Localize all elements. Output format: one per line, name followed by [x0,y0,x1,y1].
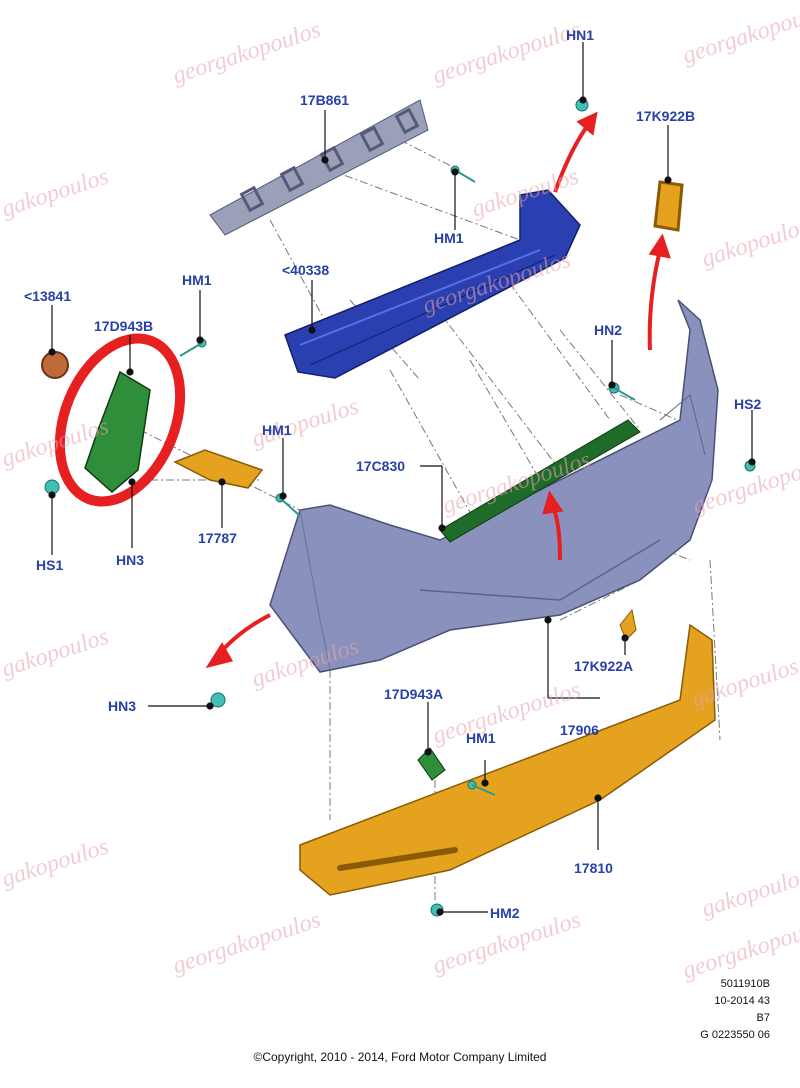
upper-bracket-17b861 [209,99,429,236]
leader-lines [48,42,756,916]
label-hm1: HM1 [466,730,496,746]
label-17c830: 17C830 [356,458,406,474]
label-hs1: HS1 [36,557,64,573]
bracket-17k922a [619,608,637,641]
bumper-cover-17906 [269,299,719,673]
bracket-17k922b [653,180,684,232]
label-17d943b: 17D943B [94,318,154,334]
label-hn1: HN1 [566,27,595,43]
label-17906: 17906 [560,722,599,738]
label-17k922b: 17K922B [636,108,696,124]
label-hs2: HS2 [734,396,762,412]
label-hm1: HM1 [182,272,212,288]
reference-id: G 0223550 06 [700,1029,770,1041]
label-hm2: HM2 [490,905,520,921]
copyright-notice: ©Copyright, 2010 - 2014, Ford Motor Comp… [253,1050,547,1064]
label-17810: 17810 [574,860,613,876]
reference-date: 10-2014 43 [714,995,770,1007]
highlight-ring [54,333,186,507]
label-13841: <13841 [24,288,72,304]
label-17k922a: 17K922A [574,658,634,674]
label-hn3: HN3 [116,552,145,568]
label-hm1: HM1 [434,230,464,246]
pad-13841 [41,351,69,379]
label-40338: <40338 [282,262,330,278]
label-17787: 17787 [198,530,237,546]
lower-trim-17810 [299,623,716,896]
absorber-17c830 [439,419,641,543]
red-arrows [205,111,671,669]
bracket-17787 [173,449,264,489]
bracket-17d943b [84,370,151,493]
label-hn3: HN3 [108,698,137,714]
label-hn2: HN2 [594,322,623,338]
label-17b861: 17B861 [300,92,350,108]
label-hm1: HM1 [262,422,292,438]
reference-variant: B7 [756,1012,770,1024]
reinforcement-beam-40338 [284,189,581,379]
label-17d943a: 17D943A [384,686,444,702]
reference-code: 5011910B [720,978,770,990]
